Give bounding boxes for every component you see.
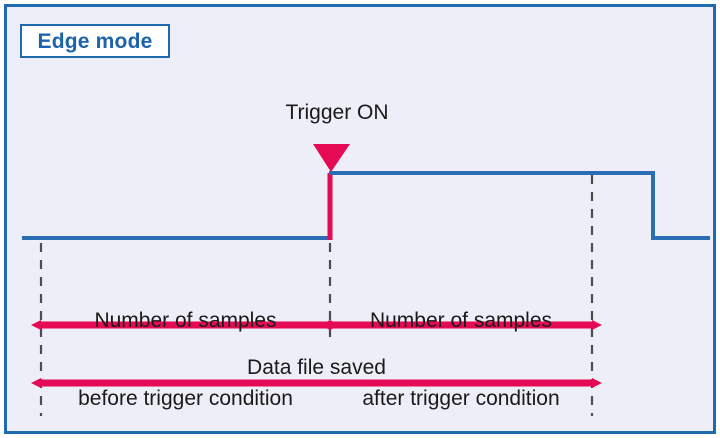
diagram-panel [4, 4, 716, 434]
after-trigger-label: Number of samples after trigger conditio… [330, 256, 592, 438]
down-triangle-icon [313, 144, 350, 172]
after-trigger-label-line1: Number of samples [369, 309, 553, 332]
before-trigger-label: Number of samples before trigger conditi… [41, 256, 330, 438]
after-trigger-label-line2: after trigger condition [362, 387, 560, 410]
data-file-saved-label: Data file saved [247, 356, 386, 379]
before-trigger-label-line2: before trigger condition [78, 387, 293, 410]
trigger-on-label: Trigger ON [285, 101, 389, 124]
mode-badge-label: Edge mode [37, 29, 153, 53]
mode-badge: Edge mode [20, 24, 170, 58]
before-trigger-label-line1: Number of samples [94, 309, 277, 332]
